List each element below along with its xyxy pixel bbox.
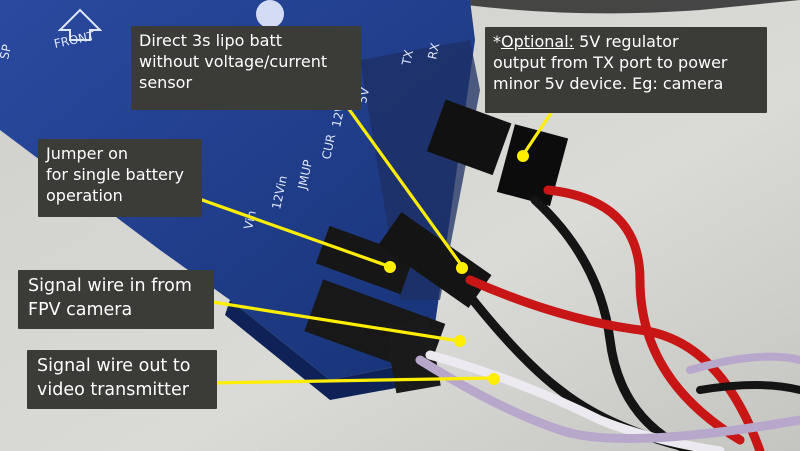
label-battery-line-2: without voltage/current: [139, 52, 328, 71]
label-optional-line-2: output from TX port to power: [493, 53, 728, 72]
label-signal-in-line-1: Signal wire in from: [28, 276, 192, 296]
silk-sp: SP: [0, 43, 14, 60]
callout-dots: [384, 150, 529, 385]
label-signal-in-line-2: FPV camera: [28, 300, 133, 320]
label-optional-line-1-rest: 5V regulator: [574, 32, 679, 51]
label-optional-regulator: *Optional: 5V regulator output from TX p…: [485, 27, 767, 113]
label-optional-prefix: *: [493, 32, 501, 51]
silk-jmup: JMUP: [295, 158, 315, 191]
silk-12vin: 12Vin: [269, 174, 290, 210]
label-jumper-line-1: Jumper on: [46, 144, 129, 163]
callout-signal-out-line: [209, 376, 495, 385]
label-jumper-line-2: for single battery: [46, 165, 184, 184]
wire-white: [425, 350, 725, 451]
wire-black-upper: [530, 195, 695, 451]
label-battery-line-3: sensor: [139, 73, 193, 92]
wire-violet: [415, 355, 800, 443]
callout-signal-in-line: [205, 299, 460, 343]
front-arrow-icon: [57, 8, 103, 41]
label-optional-emphasis: Optional:: [501, 32, 575, 51]
board-mount-hole: [256, 0, 284, 28]
wire-red-lower: [465, 275, 765, 451]
callout-jumper-line: [190, 194, 389, 268]
callout-signal-in-dot: [454, 335, 466, 347]
wire-violet-right: [686, 352, 800, 374]
callout-optional-dot: [517, 150, 529, 162]
label-signal-out-line-1: Signal wire out to: [37, 356, 191, 376]
callout-battery-dot: [456, 262, 468, 274]
callout-lines: [190, 93, 555, 385]
dark-cable-top: [430, 0, 800, 14]
label-optional-line-1: *Optional: 5V regulator: [493, 31, 759, 52]
silk-rx: RX: [425, 42, 442, 61]
label-signal-out-line-2: video transmitter: [37, 380, 189, 400]
label-jumper-line-3: operation: [46, 186, 123, 205]
callout-optional-line: [521, 109, 555, 156]
wire-red-upper: [543, 185, 745, 445]
label-jumper: Jumper on for single battery operation: [38, 139, 202, 217]
callout-signal-out-dot: [488, 373, 500, 385]
wire-black-right: [696, 381, 800, 394]
label-battery: Direct 3s lipo batt without voltage/curr…: [131, 26, 361, 110]
label-optional-line-3: minor 5v device. Eg: camera: [493, 74, 724, 93]
callout-battery-line: [336, 93, 464, 267]
callout-jumper-dot: [384, 261, 396, 273]
label-battery-line-1: Direct 3s lipo batt: [139, 31, 283, 50]
label-signal-in: Signal wire in from FPV camera: [18, 270, 214, 329]
silk-cur: CUR: [319, 133, 338, 161]
silk-tx: TX: [399, 48, 416, 67]
wires: [415, 185, 800, 451]
label-signal-out: Signal wire out to video transmitter: [27, 350, 217, 409]
